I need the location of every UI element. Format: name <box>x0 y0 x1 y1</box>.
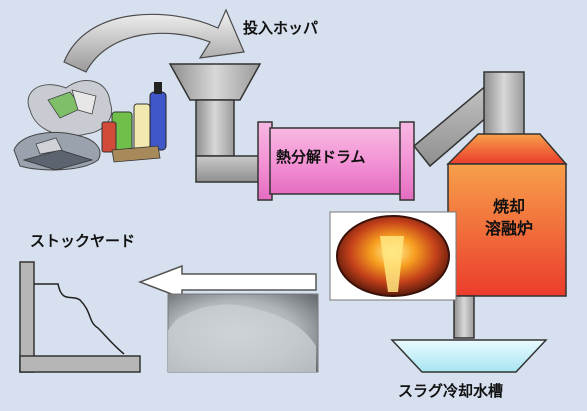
feed-hopper <box>168 63 262 183</box>
drum-label: 熱分解ドラム <box>276 148 366 166</box>
slag-pile-photo <box>167 293 319 373</box>
furnace-label-line1: 焼却 <box>492 197 525 216</box>
slag-cooling-tank <box>390 339 548 373</box>
feed-arrow <box>63 8 245 73</box>
furnace-label-line2: 溶融炉 <box>484 219 533 238</box>
output-arrow <box>137 264 317 300</box>
molten-slag-photo <box>329 211 457 301</box>
slag-tank-label: スラグ冷却水槽 <box>398 382 504 400</box>
stock-yard <box>19 261 141 373</box>
waste-pile-illustration <box>13 80 167 171</box>
incinerator-furnace <box>446 133 568 339</box>
hopper-label: 投入ホッパ <box>243 19 319 37</box>
furnace-label: 焼却 溶融炉 <box>466 196 552 240</box>
pyrolysis-drum <box>257 121 415 201</box>
stock-yard-label: ストックヤード <box>30 232 136 250</box>
